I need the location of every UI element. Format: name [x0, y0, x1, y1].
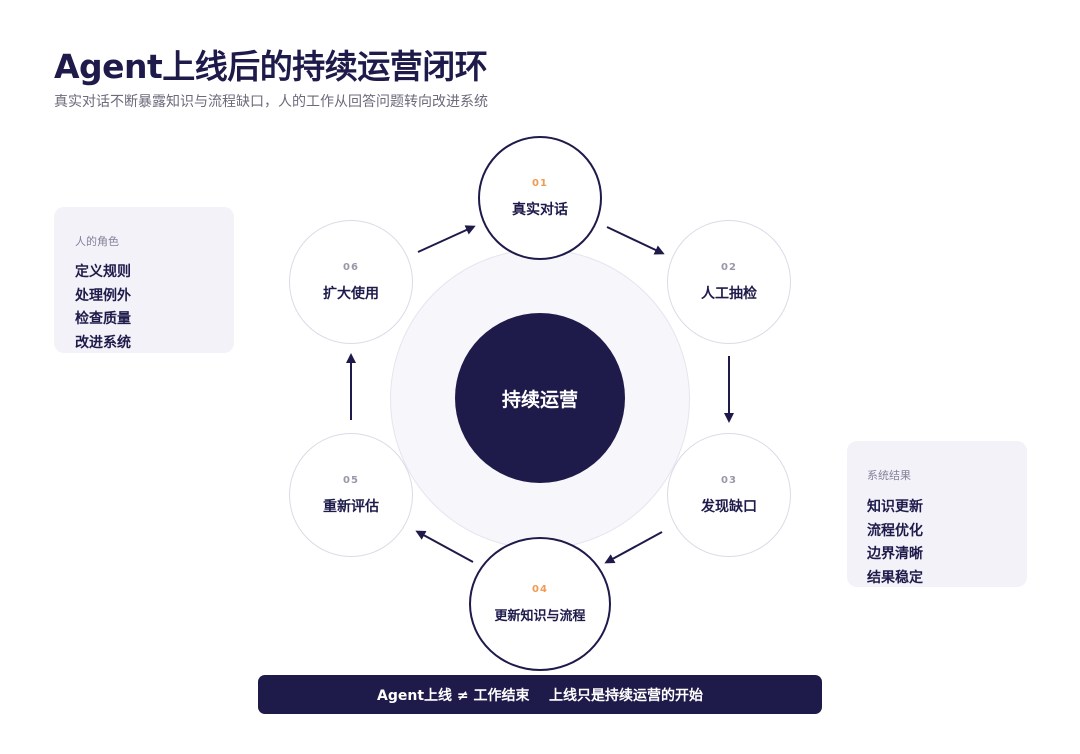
step-number: 02	[721, 261, 737, 273]
step-label: 人工抽检	[701, 285, 757, 302]
step-label: 扩大使用	[323, 285, 379, 302]
step-label: 真实对话	[512, 201, 568, 218]
step-number: 01	[532, 177, 548, 189]
human-role-title: 人的角色	[75, 235, 119, 248]
banner-text: Agent上线 ≠ 工作结束 上线只是持续运营的开始	[377, 687, 703, 704]
step-03-node: 03 发现缺口	[667, 433, 791, 557]
human-role-card: 人的角色 定义规则 处理例外 检查质量 改进系统	[54, 207, 234, 353]
arrow-01-to-02	[606, 226, 665, 255]
step-label: 更新知识与流程	[494, 609, 586, 624]
human-role-item: 定义规则	[75, 264, 131, 280]
human-role-list: 定义规则 处理例外 检查质量 改进系统	[75, 261, 131, 355]
system-result-title: 系统结果	[867, 469, 911, 482]
step-number: 05	[343, 474, 359, 486]
system-result-item: 知识更新	[867, 499, 923, 515]
human-role-item: 处理例外	[75, 287, 131, 304]
center-label: 持续运营	[501, 388, 578, 411]
page-title: Agent上线后的持续运营闭环	[54, 47, 488, 86]
step-number: 03	[721, 474, 737, 486]
system-result-list: 知识更新 流程优化 边界清晰 结果稳定	[867, 496, 923, 590]
step-04-node: 04 更新知识与流程	[469, 537, 611, 671]
page-subtitle: 真实对话不断暴露知识与流程缺口，人的工作从回答问题转向改进系统	[54, 94, 488, 110]
step-06-node: 06 扩大使用	[289, 220, 413, 344]
step-number: 06	[343, 261, 359, 273]
system-result-card: 系统结果 知识更新 流程优化 边界清晰 结果稳定	[847, 441, 1027, 587]
arrow-03-to-04	[604, 531, 663, 564]
bottom-banner: Agent上线 ≠ 工作结束 上线只是持续运营的开始	[258, 675, 822, 714]
step-number: 04	[532, 584, 548, 595]
step-01-node: 01 真实对话	[478, 136, 602, 260]
human-role-item: 检查质量	[75, 311, 131, 327]
step-label: 发现缺口	[701, 498, 757, 515]
step-02-node: 02 人工抽检	[667, 220, 791, 344]
system-result-item: 边界清晰	[867, 546, 923, 562]
step-label: 重新评估	[323, 498, 379, 515]
system-result-item: 结果稳定	[867, 569, 923, 586]
step-05-node: 05 重新评估	[289, 433, 413, 557]
system-result-item: 流程优化	[867, 522, 923, 539]
human-role-item: 改进系统	[75, 334, 131, 351]
arrow-06-to-01	[417, 225, 476, 253]
center-circle: 持续运营	[455, 313, 625, 483]
arrow-04-to-05	[415, 530, 474, 563]
